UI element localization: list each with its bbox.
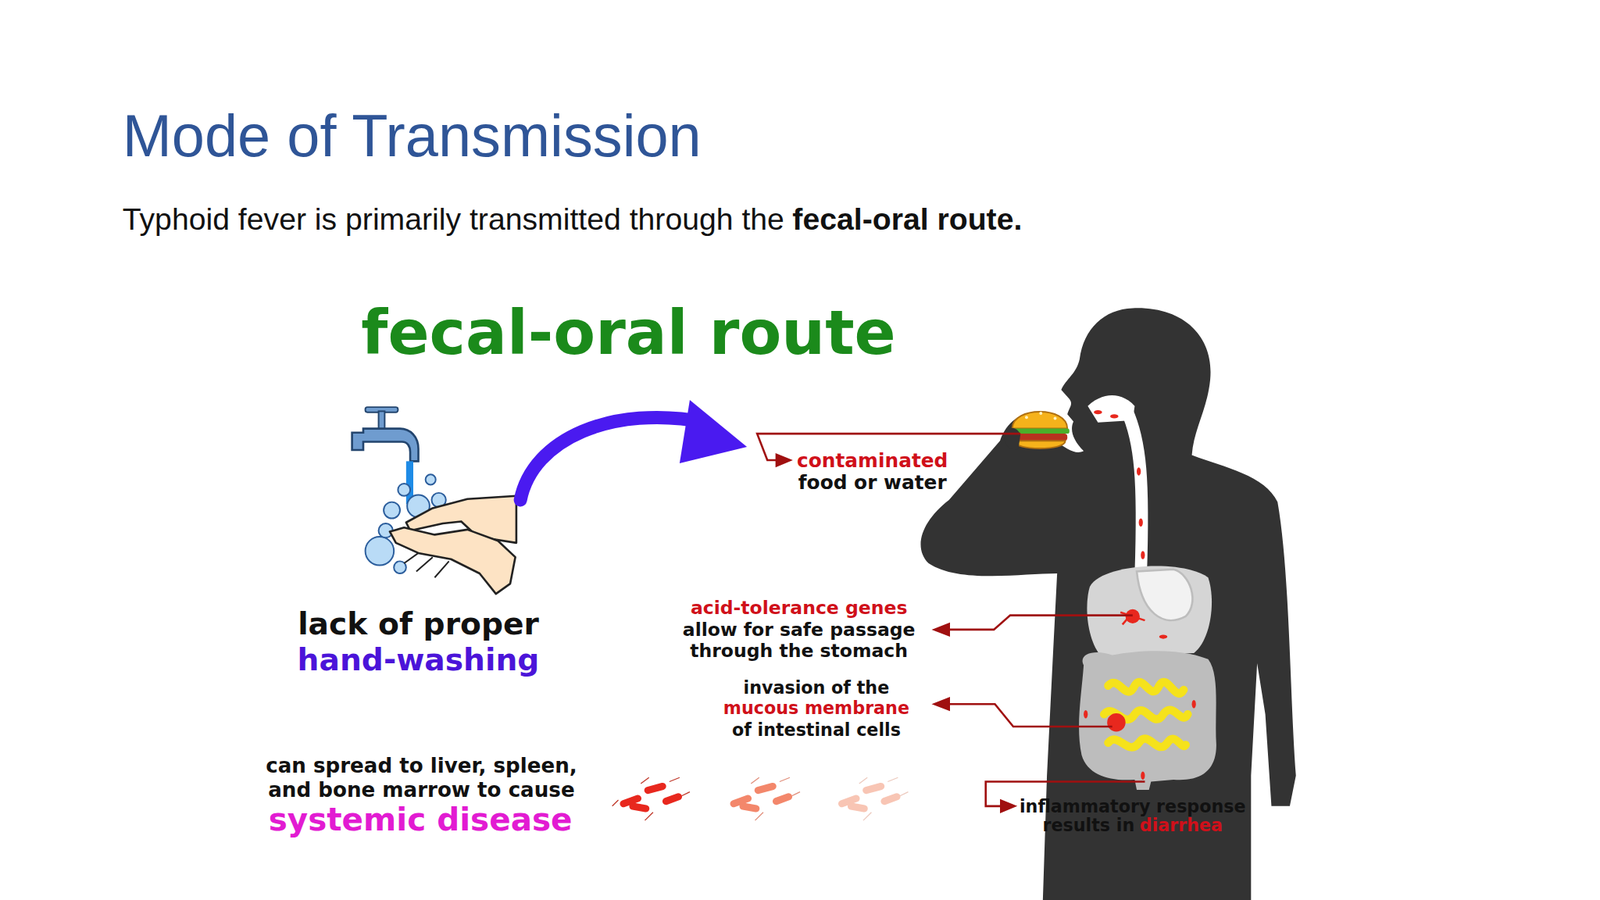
burger-part: [1014, 440, 1065, 449]
bacteria-group-part-part: [661, 792, 684, 807]
bacteria-group-part: [612, 777, 690, 821]
caption-text: lack of proper: [297, 606, 540, 643]
callout-text-block: food or water: [750, 469, 995, 494]
bacteria-group: [837, 777, 909, 821]
bacteria-dots-part: [1083, 710, 1088, 718]
bacteria-dots-part: [1159, 634, 1168, 639]
callout-text: invasion of the: [743, 677, 890, 698]
bacteria-group: [728, 777, 800, 821]
leader-lines-part: [949, 615, 1133, 630]
bacteria-group-part-part: [861, 782, 886, 795]
caption-highlight: systemic disease: [268, 800, 573, 838]
bacteria-dots-part: [1093, 410, 1102, 415]
burger-part: [1012, 433, 1068, 441]
burger-part: [1012, 411, 1068, 429]
bacteria-group-part-part: [753, 782, 778, 795]
caption-text: can spread to liver, spleen, and bone ma…: [265, 753, 577, 803]
bacteria-dots-part: [1140, 550, 1145, 559]
caption-highlight-block: systemic disease: [216, 800, 625, 840]
slide-subtitle: Typhoid fever is primarily transmitted t…: [122, 202, 785, 236]
slide-subtitle-block: Typhoid fever is primarily transmitted t…: [122, 200, 1450, 238]
flow-arrow: [520, 400, 747, 500]
callout-text-block: invasion of the: [663, 676, 970, 700]
callout-highlight: contaminated: [796, 449, 948, 472]
digestive-tract-part: [1107, 713, 1126, 733]
diagram-heading: fecal-oral route: [360, 296, 896, 368]
faucet-part: [352, 428, 419, 462]
bacteria-dots-part: [1140, 771, 1145, 779]
slide-subtitle: fecal-oral route.: [792, 202, 1022, 236]
bacteria-group: [612, 777, 690, 821]
bacteria-dots-part: [1139, 518, 1143, 527]
callout-text-block: allow for safe passage through the stoma…: [665, 618, 933, 662]
bacteria-group-part: [618, 782, 683, 813]
callout-text-block: of intestinal cells: [663, 718, 970, 742]
burger-part: [1039, 411, 1043, 415]
flow-arrow-part: [679, 400, 747, 464]
callout-text: food or water: [798, 470, 947, 493]
digestive-tract-part: [1086, 566, 1212, 658]
soap-bubbles-part: [383, 502, 400, 519]
callout-highlight: acid-tolerance genes: [690, 596, 908, 618]
faucet: [352, 407, 419, 504]
faucet-part: [378, 410, 386, 430]
digestive-tract-part: [1103, 682, 1188, 747]
caption-text-block: lack of proper: [234, 605, 602, 645]
burger-part: [1025, 415, 1029, 419]
soap-bubbles-part: [397, 483, 411, 497]
bacteria-group-part-part: [643, 782, 668, 795]
leader-arrowheads-part: [1000, 799, 1018, 814]
bacteria-group-part-part: [846, 802, 868, 814]
caption-highlight: hand-washing: [297, 642, 540, 679]
bacteria-group-part-part: [628, 802, 650, 814]
bacteria-dots-part: [1192, 700, 1197, 708]
leader-arrowheads-part: [931, 622, 950, 637]
callout-highlight: mucous membrane: [723, 697, 910, 718]
burger-part: [1003, 428, 1021, 450]
callout-text: of intestinal cells: [732, 719, 901, 740]
diagram-heading-block: fecal-oral route: [240, 296, 1017, 370]
callout-text: diarrhea: [1139, 815, 1223, 836]
person-silhouette: [921, 307, 1297, 900]
callout-highlight-block: contaminated: [750, 447, 995, 472]
bacteria-dots-part: [1136, 467, 1141, 475]
callout-text-block: inflammatory response results indiarrhea: [1003, 796, 1261, 836]
burger: [1003, 411, 1070, 450]
bacteria-group-part: [859, 777, 909, 821]
callout-text: allow for safe passage through the stoma…: [682, 618, 916, 662]
bacteria-group-part: [837, 782, 902, 813]
digestive-tract-part: [1120, 610, 1145, 625]
flow-arrow-part: [520, 417, 707, 500]
digestive-tract-part: [1136, 569, 1193, 621]
soap-bubbles-part: [425, 474, 436, 485]
bacteria-group-part-part: [771, 792, 794, 807]
bacteria-dots-part: [1110, 414, 1118, 418]
washing-hands-part: [389, 527, 516, 594]
bacteria-group-part: [728, 782, 793, 813]
bacteria-group-part-part: [739, 802, 761, 814]
leader-arrowheads-part: [931, 696, 950, 711]
callout-highlight-block: mucous membrane: [663, 696, 970, 720]
leader-arrowheads-part: [775, 453, 793, 468]
caption-text-block: can spread to liver, spleen, and bone ma…: [250, 753, 593, 803]
burger-part: [1053, 417, 1058, 421]
washing-hands-part: [403, 553, 449, 578]
bacteria-dots: [1083, 410, 1197, 780]
callout-highlight-block: acid-tolerance genes: [635, 596, 963, 620]
bacteria-group-part-part: [879, 792, 902, 807]
person-silhouette-part: [921, 307, 1297, 900]
digestive-tract: [1078, 395, 1217, 790]
digestive-tract-part: [1078, 650, 1217, 790]
bacteria-group-part: [750, 777, 800, 821]
caption-highlight-block: hand-washing: [234, 640, 602, 680]
slide-title: Mode of Transmission: [122, 102, 702, 169]
digestive-tract-part: [1126, 410, 1143, 574]
soap-bubbles-part: [365, 536, 395, 566]
slide-title-block: Mode of Transmission: [122, 100, 1143, 172]
leader-lines-part: [949, 703, 1113, 727]
washing-hands: [389, 496, 517, 594]
